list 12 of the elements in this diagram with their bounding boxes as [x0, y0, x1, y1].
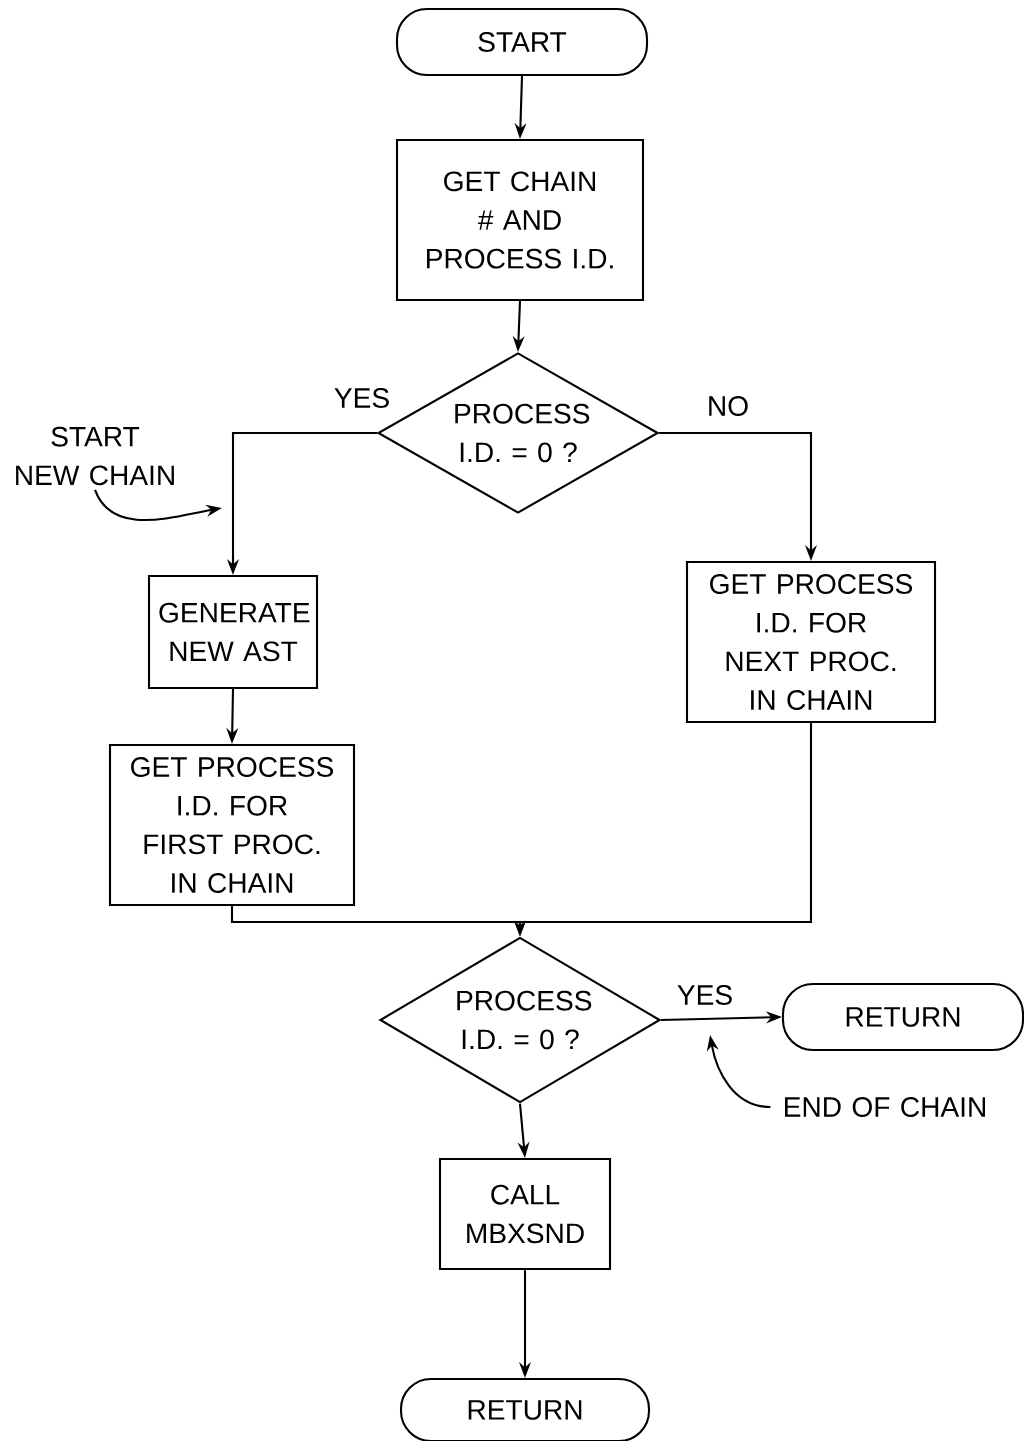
edge-label: YES: [675, 983, 735, 1007]
terminal-box: START: [395, 7, 649, 77]
edge-label: NO: [705, 394, 751, 418]
annotation-text: START NEW CHAIN: [16, 426, 174, 486]
terminal-box: RETURN: [399, 1377, 651, 1441]
process-box: GET CHAIN # AND PROCESS I.D.: [395, 138, 645, 302]
process-box: CALL MBXSND: [438, 1157, 612, 1271]
terminal-box: RETURN: [781, 982, 1024, 1052]
annotation-text: END OF CHAIN: [785, 1097, 985, 1117]
process-box: GET PROCESS I.D. FOR NEXT PROC. IN CHAIN: [685, 560, 937, 724]
process-box: GET PROCESS I.D. FOR FIRST PROC. IN CHAIN: [108, 743, 356, 907]
process-box: GENERATE NEW AST: [147, 574, 319, 690]
